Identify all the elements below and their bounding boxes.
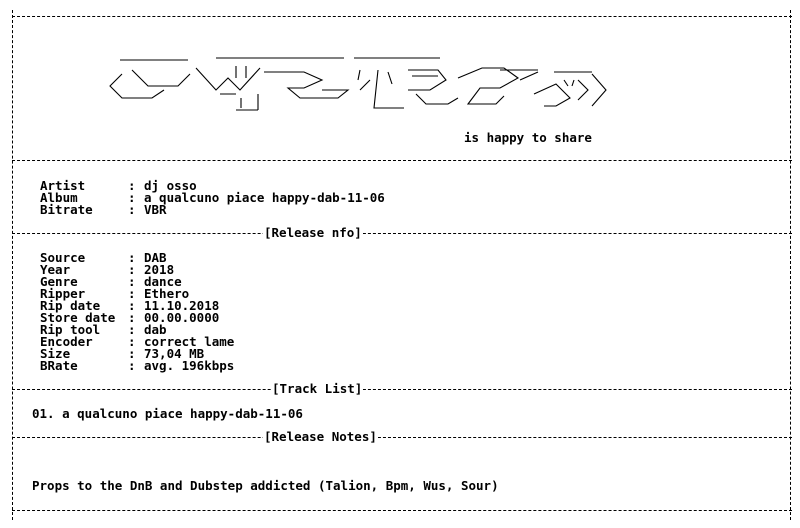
source-value: DAB (144, 250, 167, 265)
brate-value: avg. 196kbps (144, 358, 235, 373)
right-border (790, 10, 791, 520)
release-notes-title: [Release Notes] (263, 429, 378, 444)
source-label: Source (40, 250, 86, 265)
bitrate-value: VBR (144, 202, 167, 217)
album-label: Album (40, 190, 78, 205)
release-notes-text: Props to the DnB and Dubstep addicted (T… (32, 478, 499, 493)
rip-tool-label: Rip tool (40, 322, 101, 337)
year-label: Year (40, 262, 71, 277)
ripper-sep: : (128, 286, 136, 301)
left-border (12, 10, 13, 520)
store-date-value: 00.00.0000 (144, 310, 220, 325)
track-list-rule (12, 389, 792, 390)
size-label: Size (40, 346, 71, 361)
brate-sep: : (128, 358, 136, 373)
artist-sep: : (128, 178, 136, 193)
release-notes-header: [Release Notes] (0, 430, 800, 444)
store-date-label: Store date (40, 310, 116, 325)
encoder-sep: : (128, 334, 136, 349)
rip-date-label: Rip date (40, 298, 101, 313)
genre-label: Genre (40, 274, 78, 289)
album-value: a qualcuno piace happy-dab-11-06 (144, 190, 385, 205)
track-list-title: [Track List] (271, 381, 364, 396)
rip-date-value: 11.10.2018 (144, 298, 220, 313)
logo-tagline: is happy to share (464, 130, 592, 145)
encoder-label: Encoder (40, 334, 93, 349)
top-border (12, 16, 792, 17)
release-notes-rule (12, 437, 792, 438)
release-nfo-rule (12, 233, 792, 234)
artist-label: Artist (40, 178, 86, 193)
ripper-value: Ethero (144, 286, 190, 301)
rip-tool-sep: : (128, 322, 136, 337)
release-nfo-title: [Release nfo] (263, 225, 363, 240)
genre-value: dance (144, 274, 182, 289)
encoder-value: correct lame (144, 334, 235, 349)
brate-label: BRate (40, 358, 78, 373)
genre-sep: : (128, 274, 136, 289)
team-logo-art (109, 57, 607, 111)
artist-value: dj osso (144, 178, 197, 193)
logo-divider (12, 160, 792, 161)
year-sep: : (128, 262, 136, 277)
track-item: 01. a qualcuno piace happy-dab-11-06 (32, 406, 303, 421)
bitrate-label: Bitrate (40, 202, 93, 217)
rip-date-sep: : (128, 298, 136, 313)
year-value: 2018 (144, 262, 175, 277)
size-sep: : (128, 346, 136, 361)
album-sep: : (128, 190, 136, 205)
track-list-header: [Track List] (0, 382, 800, 396)
source-sep: : (128, 250, 136, 265)
bottom-border (12, 510, 792, 511)
store-date-sep: : (128, 310, 136, 325)
size-value: 73,04 MB (144, 346, 205, 361)
rip-tool-value: dab (144, 322, 167, 337)
ripper-label: Ripper (40, 286, 86, 301)
release-nfo-header: [Release nfo] (0, 226, 800, 240)
bitrate-sep: : (128, 202, 136, 217)
